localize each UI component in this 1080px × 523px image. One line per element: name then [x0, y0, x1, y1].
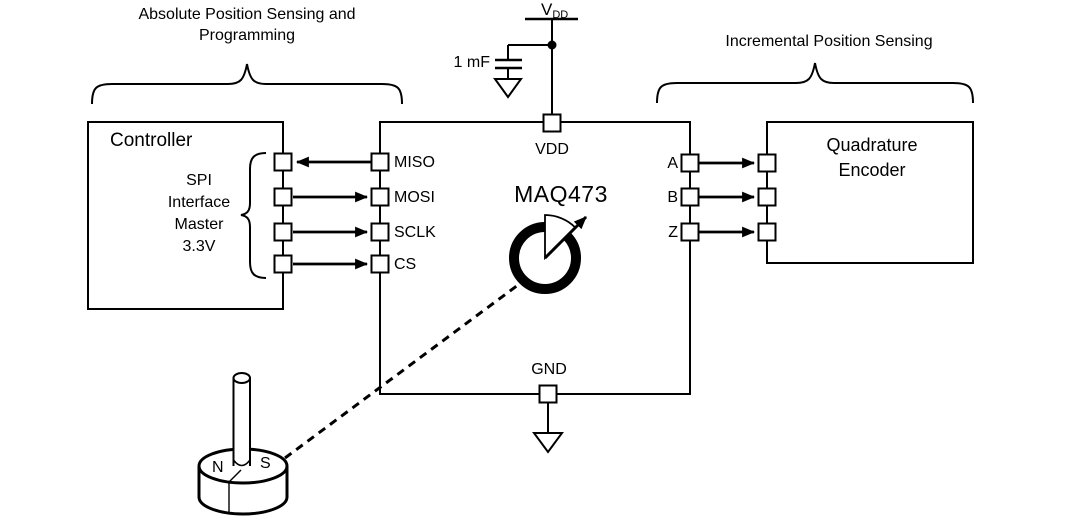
capacitor: [495, 44, 550, 79]
controller-title: Controller: [110, 130, 193, 151]
right-group-brace: [656, 62, 974, 104]
supply-voltage-label: VDD: [541, 0, 568, 25]
supply-voltage-main: V: [541, 0, 553, 19]
chip-pin-sclk: [370, 222, 390, 242]
pin-label-miso: MISO: [394, 154, 435, 171]
capacitor-ground-icon: [493, 78, 523, 99]
spi-label-line2: Interface: [167, 194, 231, 211]
encoder-pin-a: [757, 153, 777, 173]
spi-label-line4: 3.3V: [182, 238, 216, 255]
controller-pin-cs: [273, 254, 293, 274]
controller-pin-mosi: [273, 187, 293, 207]
controller-pin-sclk: [273, 222, 293, 242]
spi-label-line3: Master: [174, 216, 224, 233]
encoder-title-line2: Encoder: [838, 160, 906, 180]
chip-pin-a: [680, 153, 700, 173]
chip-pin-b: [680, 187, 700, 207]
spi-interface-label: SPI Interface Master 3.3V: [139, 170, 259, 258]
pin-label-cs: CS: [394, 256, 417, 273]
left-group-title-line1: Absolute Position Sensing and: [138, 6, 356, 23]
vdd-pin-label: VDD: [535, 141, 569, 158]
left-group-title: Absolute Position Sensing and Programmin…: [97, 4, 397, 46]
junction-dot: [547, 40, 557, 50]
encoder-title: Quadrature Encoder: [772, 133, 972, 183]
controller-box: [87, 121, 284, 310]
pin-label-sclk: SCLK: [394, 224, 436, 241]
chip-name: MAQ473: [514, 181, 608, 207]
shaft-base-curve: [232, 459, 251, 467]
gnd-pin-label: GND: [531, 361, 567, 378]
chip-pin-cs: [370, 254, 390, 274]
chip-pin-vdd: [542, 113, 562, 133]
encoder-pin-b: [757, 187, 777, 207]
gnd-ground-icon: [532, 432, 564, 454]
magnet-pole-s: S: [260, 455, 271, 472]
magnet-assembly: [197, 372, 289, 516]
controller-spi-brace: [240, 152, 267, 279]
supply-voltage-sub: DD: [552, 9, 569, 21]
pin-label-z: Z: [668, 224, 678, 241]
controller-pin-miso: [273, 152, 293, 172]
right-group-title: Incremental Position Sensing: [725, 33, 933, 50]
encoder-title-line1: Quadrature: [826, 135, 918, 155]
capacitor-value-label: 1 mF: [453, 54, 490, 71]
left-group-brace: [91, 63, 403, 105]
pin-squares: [273, 113, 777, 404]
chip-pin-z: [680, 222, 700, 242]
magnet-pole-divider-top: [228, 469, 242, 483]
magnet-field-link: [284, 283, 519, 460]
magnet-pole-n: N: [212, 459, 224, 476]
pin-label-a: A: [667, 155, 678, 172]
chip-pin-gnd: [538, 384, 558, 404]
shaft-top: [232, 372, 251, 384]
left-group-title-line2: Programming: [198, 27, 296, 44]
spi-label-line1: SPI: [186, 172, 212, 189]
chip-pin-mosi: [370, 187, 390, 207]
shaft-fill: [234, 380, 250, 466]
pin-label-mosi: MOSI: [394, 189, 435, 206]
rotation-sensor-icon: [509, 214, 588, 294]
encoder-pin-z: [757, 222, 777, 242]
chip-pin-miso: [370, 152, 390, 172]
pin-label-b: B: [667, 189, 678, 206]
